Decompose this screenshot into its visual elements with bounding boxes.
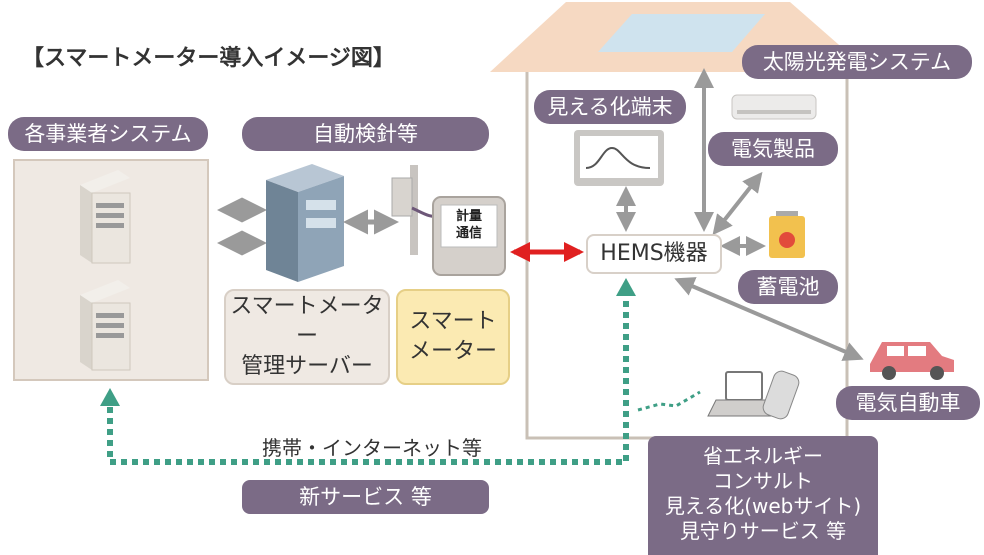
wireless-dotted-line	[637, 390, 701, 412]
service-route-dotted-line	[107, 290, 629, 465]
smart-meter-box: スマート メーター	[396, 289, 510, 385]
electric-car-icon	[870, 342, 954, 380]
hems-device: HEMS機器	[586, 234, 722, 274]
label-new-service: 新サービス 等	[242, 480, 489, 514]
label-electric-vehicle: 電気自動車	[836, 386, 980, 420]
meter-communication-label: 計量 通信	[455, 209, 482, 241]
page-title: 【スマートメーター導入イメージ図】	[22, 46, 395, 71]
server-tower-icon	[80, 280, 131, 371]
arrow-up-icon	[100, 388, 120, 406]
label-appliances: 電気製品	[708, 132, 838, 166]
label-visualization-terminal: 見える化端末	[534, 90, 686, 124]
label-auto-meter-reading: 自動検針等	[242, 117, 489, 151]
data-center-building-icon	[266, 164, 344, 282]
server-tower-icon	[80, 170, 131, 264]
smart-meter-icon	[432, 196, 506, 276]
battery-icon	[769, 211, 805, 258]
label-operator-systems: 各事業者システム	[8, 117, 208, 151]
label-battery: 蓄電池	[738, 270, 838, 304]
double-arrow-icon	[674, 277, 864, 361]
double-arrow-icon	[712, 171, 763, 236]
laptop-icon	[707, 371, 781, 417]
air-conditioner-icon	[731, 94, 817, 120]
mobile-internet-label: 携帯・インターネット等	[262, 436, 482, 460]
solar-panel-icon	[598, 14, 765, 52]
monitor-icon	[574, 130, 664, 186]
smart-meter-management-server-box: スマートメーター 管理サーバー	[224, 289, 390, 385]
label-solar-power-system: 太陽光発電システム	[742, 45, 972, 79]
services-panel: 省エネルギー コンサルト 見える化(webサイト) 見守りサービス 等	[648, 436, 878, 555]
smartphone-icon	[762, 370, 800, 420]
arrow-up-icon	[616, 278, 636, 296]
